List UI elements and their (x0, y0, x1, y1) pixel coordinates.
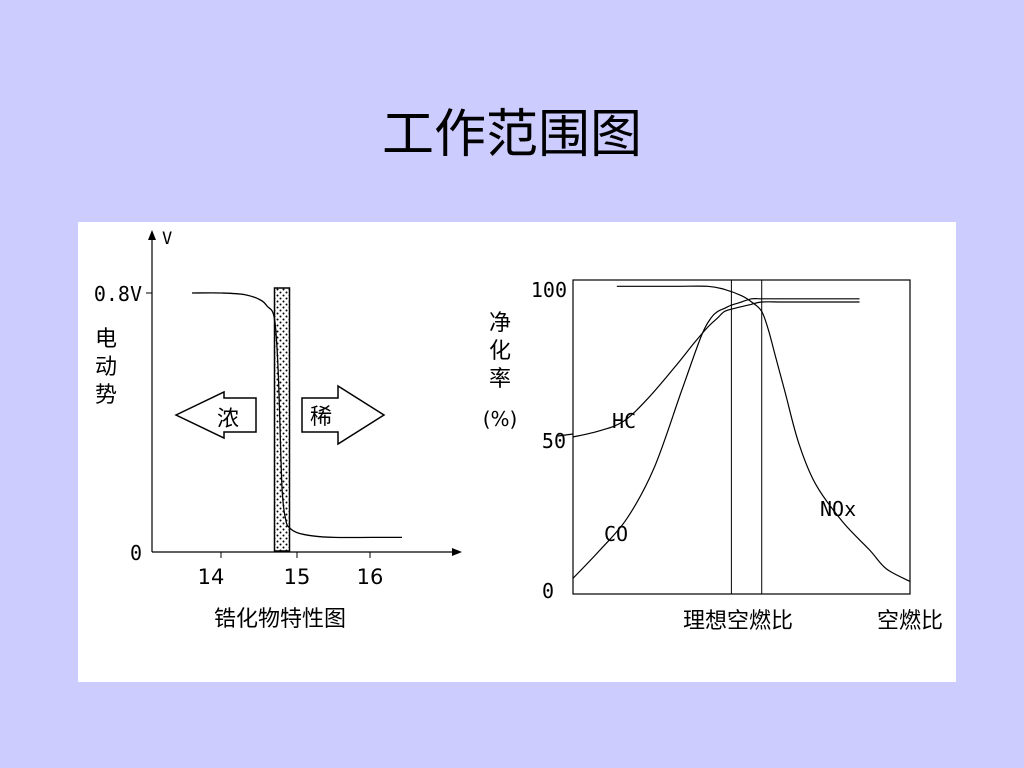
right-y-label-char: (%) (483, 407, 518, 431)
figure-svg: V 电 动 势 0.8V 0 14 15 16 (94, 229, 943, 634)
ideal-ratio-label: 理想空燃比 (683, 609, 793, 634)
left-chart-caption: 锆化物特性图 (214, 607, 346, 632)
lean-arrow-shape (301, 384, 386, 446)
left-y-tick-label: 0 (130, 541, 142, 565)
left-x-axis-arrow (452, 548, 462, 556)
rich-arrow-label: 浓 (217, 407, 239, 432)
right-x-label: 空燃比 (877, 609, 943, 634)
slide-title: 工作范围图 (381, 105, 642, 165)
lean-arrow-label: 稀 (310, 405, 332, 430)
left-y-label: 电 动 势 (95, 327, 117, 408)
left-y-axis-arrow (148, 230, 156, 240)
nox-label: NOx (820, 497, 856, 521)
left-y-label-char: 电 (95, 327, 117, 352)
figure-panel: V 电 动 势 0.8V 0 14 15 16 (78, 222, 956, 682)
left-x-tick-label: 16 (357, 565, 384, 589)
hc-curve (572, 301, 860, 438)
hc-label: HC (612, 409, 636, 433)
left-y-label-char: 动 (95, 355, 117, 380)
nox-curve (616, 285, 911, 582)
co-label: CO (604, 522, 628, 546)
stoichiometric-band (273, 287, 291, 552)
lean-arrow: 稀 (301, 384, 386, 446)
right-plot-frame (572, 279, 911, 595)
right-y-label-char: 净 (489, 311, 511, 336)
right-y-tick-label: 0 (542, 579, 554, 603)
right-y-label-char: 化 (489, 339, 511, 364)
right-y-tick-label: 100 (531, 278, 567, 302)
right-y-label: 净 化 率 (%) (483, 311, 518, 431)
rich-arrow-shape (174, 390, 257, 440)
right-y-label-char: 率 (489, 367, 511, 392)
left-chart: V 电 动 势 0.8V 0 14 15 16 (94, 229, 462, 632)
rich-arrow: 浓 (174, 390, 257, 440)
co-curve (572, 297, 860, 579)
left-y-tick-label: 0.8V (94, 282, 142, 306)
left-y-unit: V (162, 229, 172, 249)
right-y-tick-label: 50 (542, 429, 566, 453)
left-x-tick-label: 15 (284, 565, 311, 589)
left-x-tick-label: 14 (198, 565, 225, 589)
right-chart: 100 50 0 净 化 率 (%) HC CO NOx 理想空燃比 (483, 278, 943, 634)
hc-left-stub (557, 433, 574, 437)
left-y-label-char: 势 (95, 383, 117, 408)
emf-curve (191, 292, 402, 539)
